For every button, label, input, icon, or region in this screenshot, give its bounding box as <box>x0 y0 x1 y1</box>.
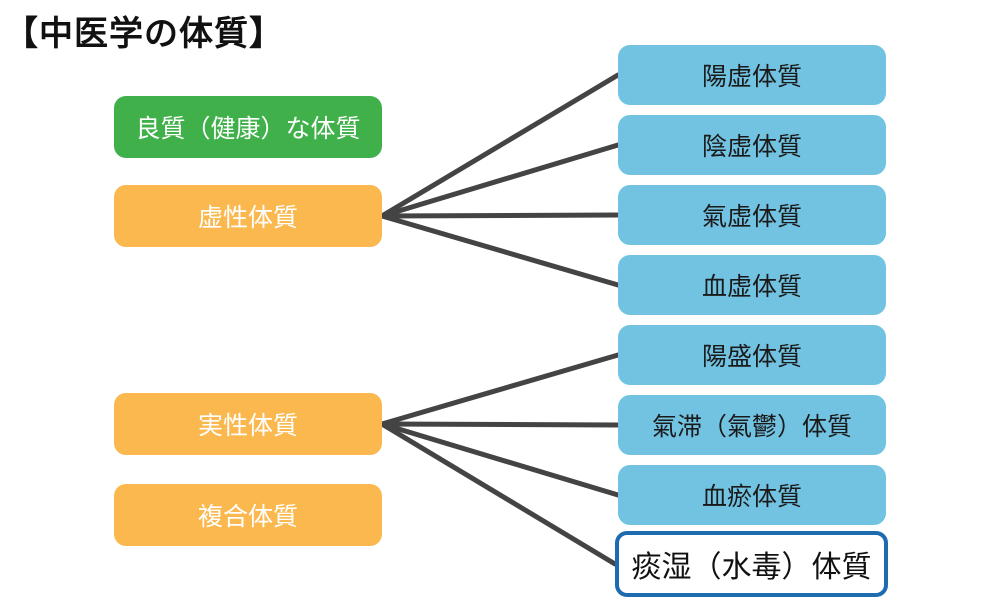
connector-excess-phlegm_damp <box>379 421 618 567</box>
deficiency-constitution-box: 虚性体質 <box>114 185 382 247</box>
yang-deficiency-box: 陽虚体質 <box>618 45 886 105</box>
yang-excess-box: 陽盛体質 <box>618 325 886 385</box>
blood-stasis-box: 血瘀体質 <box>618 465 886 525</box>
connector-deficiency-blood_xu <box>379 213 621 288</box>
connector-deficiency-qi_xu <box>379 212 621 219</box>
excess-constitution-box: 実性体質 <box>114 393 382 455</box>
connector-deficiency-yang_xu <box>379 72 621 219</box>
page-title: 【中医学の体質】 <box>4 14 284 54</box>
connector-excess-blood_stasis <box>379 421 621 498</box>
connector-deficiency-yin_xu <box>379 142 621 219</box>
yin-deficiency-box: 陰虚体質 <box>618 115 886 175</box>
blood-deficiency-box: 血虚体質 <box>618 255 886 315</box>
healthy-constitution-box: 良質（健康）な体質 <box>114 96 382 158</box>
qi-stagnation-box: 氣滞（氣鬱）体質 <box>618 395 886 455</box>
connector-excess-qi_stagnation <box>379 421 621 428</box>
qi-deficiency-box: 氣虚体質 <box>618 185 886 245</box>
complex-constitution-box: 複合体質 <box>114 484 382 546</box>
phlegm-dampness-box: 痰湿（水毒）体質 <box>615 531 888 597</box>
connector-excess-yang_sheng <box>379 352 621 427</box>
